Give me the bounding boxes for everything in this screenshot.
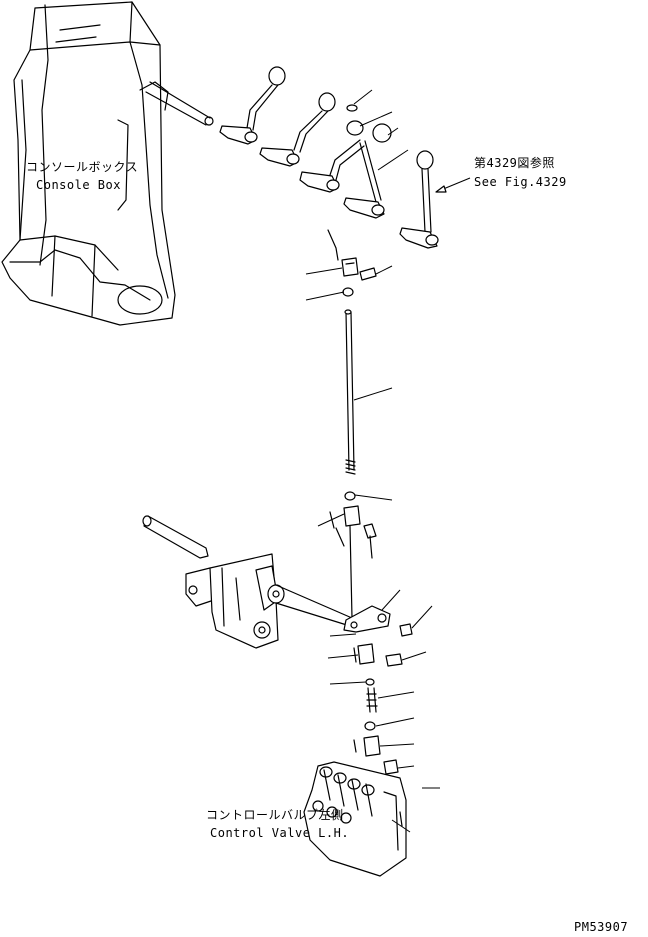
control-valve [303, 761, 407, 877]
control-lever-4 [343, 140, 385, 219]
console-box [1, 1, 214, 326]
control-valve-label-jp: コントロールバルブ左側 [206, 808, 344, 822]
bracket-assembly [142, 515, 353, 649]
lower-linkage [353, 643, 403, 775]
lever-see-fig-4329 [399, 150, 439, 249]
see-fig-label-en: See Fig.4329 [474, 175, 567, 189]
knob [346, 120, 364, 136]
console-box-label-en: Console Box [36, 178, 121, 192]
leader-lines [305, 89, 440, 833]
see-fig-label-jp: 第4329図参照 [474, 156, 555, 170]
console-box-label-jp: コンソールボックス [26, 160, 139, 174]
control-lever-2 [259, 92, 336, 167]
control-valve-label-en: Control Valve L.H. [210, 826, 350, 840]
knob [372, 123, 392, 143]
bell-crank [343, 605, 413, 637]
knob-small [346, 104, 358, 112]
control-lever-1 [219, 66, 286, 145]
control-lever-3 [299, 139, 365, 193]
control-rod [344, 309, 356, 501]
middle-clevis-group [329, 505, 377, 619]
drawing-number: PM53907 [574, 920, 629, 934]
upper-clevis-group [327, 229, 377, 297]
